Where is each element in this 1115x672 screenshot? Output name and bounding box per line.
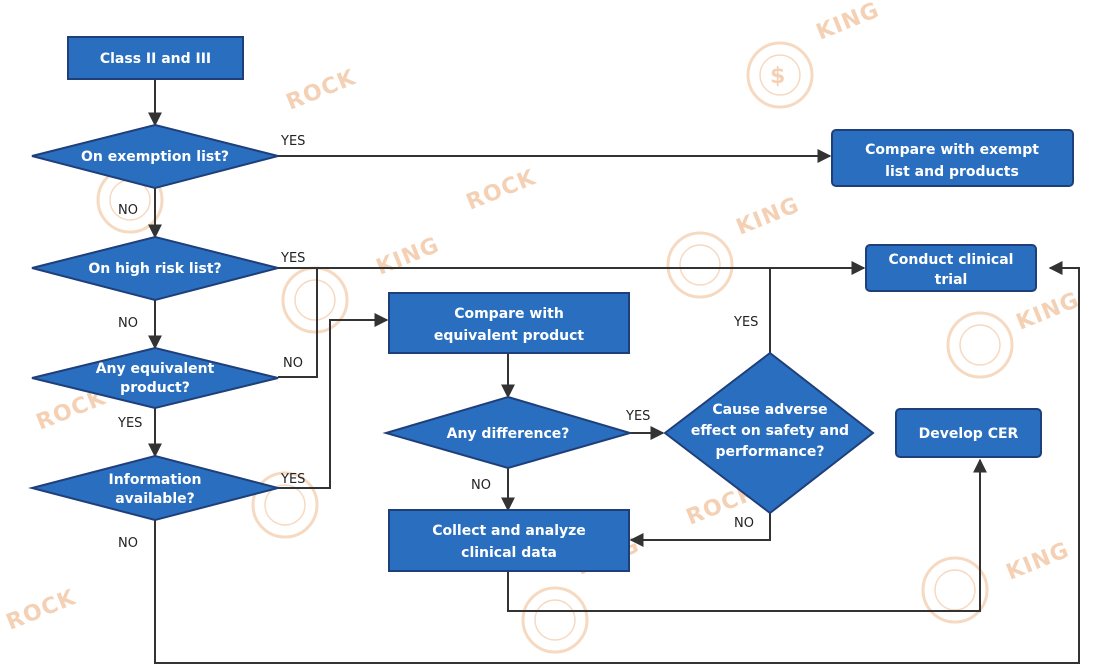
- edge-equivalent-no: [278, 268, 318, 378]
- edge-label-layer: YES NO YES NO NO YES YES NO YES NO YES N…: [117, 134, 758, 551]
- label-exemption-no: NO: [118, 203, 138, 218]
- node-compare-exempt-label-line2: list and products: [885, 164, 1019, 180]
- node-adverse-label-line1: Cause adverse: [712, 402, 827, 418]
- node-information-label-line2: available?: [115, 491, 195, 507]
- label-adverse-yes: YES: [733, 315, 758, 330]
- node-develop-cer-label: Develop CER: [919, 426, 1019, 442]
- watermark-text: ROCK: [3, 585, 80, 635]
- watermark-logo: [666, 231, 734, 299]
- edge-collect-to-cer: [507, 458, 987, 612]
- label-difference-no: NO: [471, 478, 491, 493]
- node-equivalent-label-line1: Any equivalent: [96, 361, 215, 377]
- node-adverse-decision: Cause adverse effect on safety and perfo…: [663, 351, 875, 515]
- svg-text:$: $: [770, 64, 786, 89]
- node-difference-decision: Any difference?: [382, 395, 634, 470]
- node-layer: Class II and III On exemption list? Comp…: [28, 36, 1074, 572]
- edge-information-yes: [278, 313, 389, 489]
- node-compare-equivalent: Compare with equivalent product: [388, 292, 630, 354]
- label-information-no: NO: [118, 536, 138, 551]
- node-exemption-decision: On exemption list?: [31, 123, 279, 190]
- node-clinical-trial-label-line1: Conduct clinical: [889, 252, 1014, 268]
- connector-layer: [148, 79, 1080, 664]
- watermark-text: KING: [1013, 288, 1083, 336]
- node-class-ii-iii-label: Class II and III: [100, 51, 211, 67]
- node-adverse-label-line2: effect on safety and: [691, 423, 849, 439]
- node-equivalent-label-line2: product?: [120, 380, 190, 396]
- node-collect-analyze: Collect and analyze clinical data: [388, 509, 630, 572]
- label-equivalent-no: NO: [283, 356, 303, 371]
- watermark-logo: [521, 586, 589, 654]
- edge-information-no-to-trial: [154, 261, 1080, 664]
- watermark-logo: [946, 311, 1014, 379]
- label-high-risk-no: NO: [118, 316, 138, 331]
- node-adverse-label-line3: performance?: [716, 444, 825, 460]
- label-difference-yes: YES: [625, 409, 650, 424]
- label-adverse-no: NO: [734, 516, 754, 531]
- watermark-logo: [251, 471, 319, 539]
- node-equivalent-decision: Any equivalent product?: [31, 346, 279, 410]
- node-information-decision: Information available?: [28, 454, 282, 522]
- label-information-yes: YES: [280, 472, 305, 487]
- watermark-text: KING: [373, 233, 443, 281]
- watermark-text: KING: [733, 193, 803, 241]
- watermark-text: ROCK: [283, 65, 360, 115]
- node-develop-cer: Develop CER: [895, 408, 1042, 458]
- label-equivalent-yes: YES: [117, 416, 142, 431]
- watermark-logo: $: [746, 41, 814, 109]
- edge-adverse-no: [629, 513, 771, 547]
- node-exemption-label: On exemption list?: [81, 149, 229, 165]
- node-class-ii-iii: Class II and III: [67, 36, 244, 80]
- node-high-risk-label: On high risk list?: [88, 261, 221, 277]
- node-collect-label-line1: Collect and analyze: [432, 523, 586, 539]
- watermark-text: KING: [813, 0, 883, 46]
- node-difference-label: Any difference?: [447, 426, 570, 442]
- node-compare-equivalent-label-line1: Compare with: [454, 306, 564, 322]
- node-compare-exempt: Compare with exempt list and products: [831, 129, 1074, 187]
- node-compare-equivalent-label-line2: equivalent product: [434, 328, 585, 344]
- label-exemption-yes: YES: [280, 134, 305, 149]
- watermark-logo: [281, 266, 349, 334]
- node-collect-label-line2: clinical data: [461, 545, 557, 561]
- watermark-logo: [921, 556, 989, 624]
- node-conduct-clinical-trial: Conduct clinical trial: [865, 244, 1037, 292]
- node-high-risk-decision: On high risk list?: [31, 235, 279, 302]
- watermark-text: KING: [1003, 538, 1073, 586]
- node-compare-exempt-label-line1: Compare with exempt: [865, 142, 1039, 158]
- node-clinical-trial-label-line2: trial: [935, 272, 968, 288]
- watermark-text: ROCK: [463, 165, 540, 215]
- node-information-label-line1: Information: [109, 472, 202, 488]
- label-high-risk-yes: YES: [280, 251, 305, 266]
